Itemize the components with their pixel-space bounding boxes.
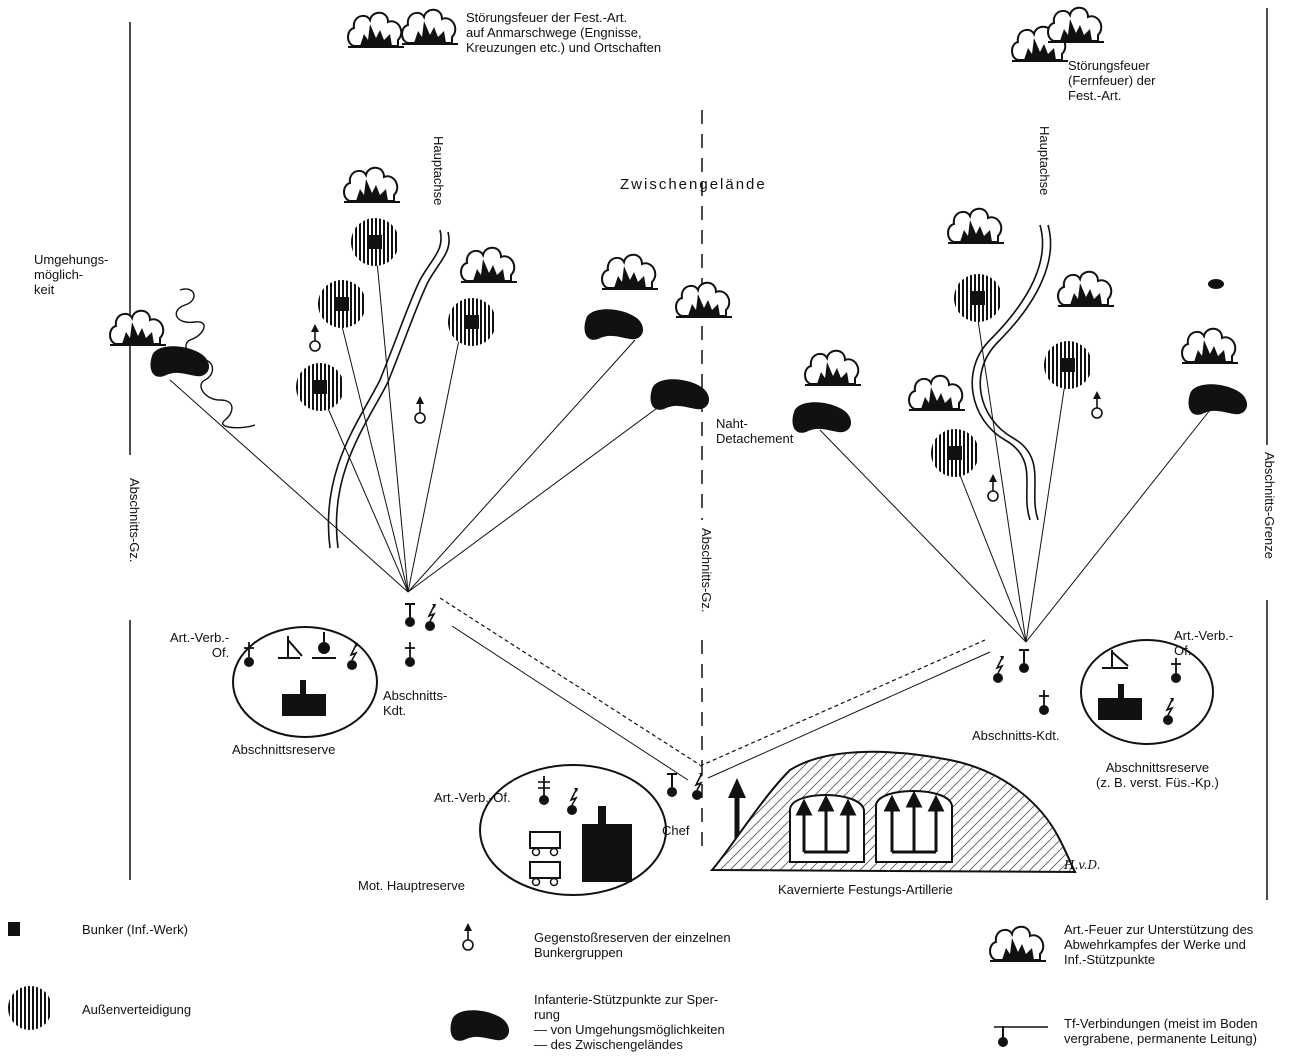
left-reserve-outline: [232, 626, 378, 738]
strongpoint-icon: [1188, 384, 1248, 415]
officer-icon: [243, 641, 255, 668]
telephone-icon: [666, 773, 678, 798]
legend-bunker-label: Bunker (Inf.-Werk): [82, 922, 188, 937]
signature: H.v.D.: [1064, 858, 1101, 872]
abschnittsreserve-left-label: Abschnittsreserve: [232, 742, 336, 757]
radio-icon: [992, 655, 1005, 684]
abschnitts-kdt-right-label: Abschnitts-Kdt.: [972, 728, 1060, 743]
strongpoint-icon: [584, 309, 644, 340]
fire-icon: [675, 281, 733, 318]
gun-icon: [1102, 650, 1129, 669]
legend-bunker-icon: [8, 922, 20, 936]
counter-reserve-icon: [987, 473, 999, 502]
bunker-defense-icon: [351, 218, 399, 266]
radio-icon: [346, 642, 359, 671]
bunker-defense-icon: [448, 298, 496, 346]
zwischengelaende-label: Zwischengelände: [620, 176, 767, 193]
counter-reserve-icon: [309, 323, 321, 352]
counter-reserve-icon: [414, 395, 426, 424]
fire-icon: [343, 166, 401, 203]
officer-icon: [404, 641, 416, 668]
radio-icon: [424, 603, 437, 632]
hauptachse-left-label: Hauptachse: [431, 136, 446, 206]
bunker-defense-icon: [1044, 341, 1092, 389]
artillery-arrows-icon: [795, 790, 945, 854]
fire-icon: [1047, 6, 1105, 43]
radio-icon: [566, 787, 579, 816]
legend-telephone-icon: [994, 1026, 1048, 1047]
fire-icon: [1181, 327, 1239, 364]
abschnitts-grenze-label: Abschnitts-Grenze: [1262, 452, 1277, 559]
legend-art-feuer-label: Art.-Feuer zur Unterstützung des Abwehrk…: [1064, 922, 1254, 967]
legend-fire-icon: [989, 925, 1047, 962]
umgehung-label: Umgehungs- möglich- keit: [34, 252, 109, 297]
fire-icon: [1057, 270, 1115, 307]
legend-strongpoint-icon: [450, 1010, 510, 1041]
strongpoint-icon: [150, 346, 210, 377]
abschnitts-gz-center-label: Abschnitts-Gz.: [699, 528, 714, 613]
legend-aussenverteidigung-label: Außenverteidigung: [82, 1002, 192, 1017]
art-verb-center-label: Art.-Verb.-Of.: [434, 790, 511, 805]
radio-icon: [1162, 697, 1175, 726]
bunker-defense-icon: [318, 280, 366, 328]
art-verb-left-label: Art.-Verb.- Of.: [170, 630, 230, 660]
abschnitts-kdt-left-label: Abschnitts- Kdt.: [383, 688, 448, 718]
legend-hatch-icon: [8, 986, 52, 1030]
fire-icon: [947, 207, 1005, 244]
bunker-defense-icon: [954, 274, 1002, 322]
legend-tf-label: Tf-Verbindungen (meist im Boden vergrabe…: [1064, 1016, 1258, 1046]
tank-icon: [582, 806, 632, 882]
main-reserve-outline: [479, 764, 667, 896]
fire-icon: [109, 309, 167, 346]
abschnittsreserve-right-label: Abschnittsreserve (z. B. verst. Füs.-Kp.…: [1096, 760, 1219, 790]
legend-infanterie-label: Infanterie-Stützpunkte zur Sper- rung — …: [534, 992, 725, 1052]
fire-icon: [347, 11, 405, 48]
bunker-defense-icon: [296, 363, 344, 411]
gun-icon: [278, 636, 303, 659]
mortar-icon: [312, 632, 336, 659]
chef-label: Chef: [662, 823, 690, 838]
legend-gegenstoss-label: Gegenstoßreserven der einzelnen Bunkergr…: [534, 930, 731, 960]
fire-icon: [601, 253, 659, 290]
officer-icon: [1038, 689, 1050, 716]
officer-icon: [1170, 657, 1182, 684]
telephone-icon: [1018, 649, 1030, 674]
strongpoint-icon: [1208, 279, 1224, 289]
strongpoint-icon: [650, 379, 710, 410]
fire-icon: [401, 8, 459, 45]
counter-reserve-icon: [1091, 390, 1103, 419]
abschnitts-gz-left-label: Abschnitts-Gz.: [127, 478, 142, 563]
antenna-icon: [538, 776, 550, 805]
kavernierte-label: Kavernierte Festungs-Artillerie: [778, 882, 953, 897]
bunker-defense-icon: [931, 429, 979, 477]
art-verb-right-label: Art.-Verb.- Of.: [1174, 628, 1234, 658]
legend-counter-reserve-icon: [462, 922, 474, 951]
strongpoint-icon: [792, 402, 852, 433]
naht-label: Naht- Detachement: [716, 416, 794, 446]
top-fire-right-label: Störungsfeuer (Fernfeuer) der Fest.-Art.: [1068, 58, 1156, 103]
tank-icon: [1098, 684, 1142, 720]
telephone-icon: [404, 603, 416, 628]
hauptachse-right-label: Hauptachse: [1037, 126, 1052, 196]
mot-hauptreserve-label: Mot. Hauptreserve: [358, 878, 465, 893]
right-reserve-outline: [1080, 639, 1214, 745]
fire-icon: [908, 374, 966, 411]
fire-icon: [804, 349, 862, 386]
top-fire-left-label: Störungsfeuer der Fest.-Art. auf Anmarsc…: [466, 10, 662, 55]
tank-icon: [282, 680, 326, 716]
fire-icon: [460, 246, 518, 283]
vehicle-icon: [529, 831, 561, 887]
